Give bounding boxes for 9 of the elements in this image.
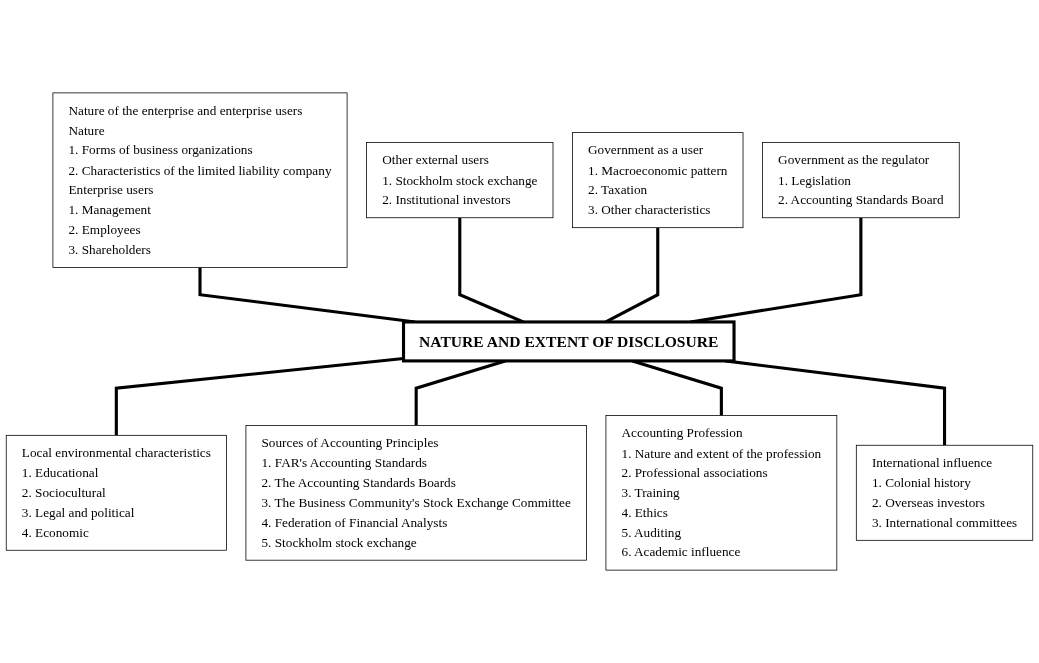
node-box: NATURE AND EXTENT OF DISCLOSURE bbox=[401, 320, 736, 363]
node-box: Accounting Profession 1. Nature and extent of the profession 2. Professional associations 3. Training 4. Ethics 5. Auditing 6. Academic influence bbox=[605, 415, 838, 571]
node-box: International influence 1. Colonial history 2. Overseas investors 3. International committees bbox=[855, 444, 1034, 541]
node-box: Government as a user 1. Macroeconomic pattern 2. Taxation 3. Other characteristics bbox=[572, 132, 744, 229]
node-box: Other external users 1. Stockholm stock exchange 2. Institutional investors bbox=[366, 142, 554, 219]
node-box: Government as the regulator 1. Legislation 2. Accounting Standards Board bbox=[762, 142, 960, 219]
node-box: Local environmental characteristics 1. Educational 2. Sociocultural 3. Legal and political 4. Economic bbox=[5, 434, 227, 551]
node-box: Nature of the enterprise and enterprise users Nature 1. Forms of business organizations 2. Characteristics of the limited liability company Enterprise users 1. Management 2. Employees 3. Shareholders bbox=[52, 92, 348, 268]
node-box: Sources of Accounting Principles 1. FAR's Accounting Standards 2. The Accounting Standards Boards 3. The Business Community's Stock Exchange Committee 4. Federation of Financial Analysts 5. Stockholm stock exchange bbox=[245, 425, 587, 561]
